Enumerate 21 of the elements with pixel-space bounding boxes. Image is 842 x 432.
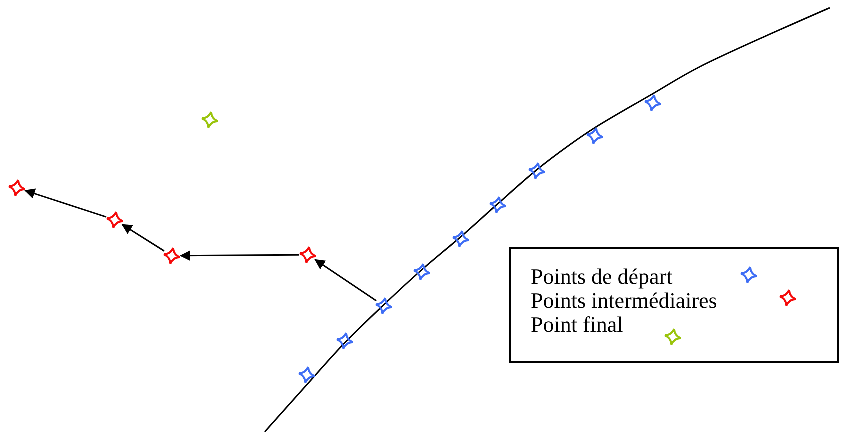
star-marker-icon	[413, 263, 431, 281]
star-marker-icon	[298, 366, 316, 384]
arrow	[24, 188, 107, 218]
star-marker-icon	[452, 230, 470, 248]
star-marker-icon	[163, 247, 181, 265]
legend-label: Points intermédiaires	[531, 289, 718, 313]
star-marker-icon	[299, 246, 317, 264]
legend-label: Points de départ	[531, 265, 673, 289]
star-marker-icon	[336, 332, 354, 350]
star-marker-icon	[528, 162, 546, 180]
star-marker-icon	[586, 127, 604, 145]
star-marker-icon	[201, 111, 219, 129]
star-marker-icon	[8, 179, 26, 197]
star-marker-icon	[106, 211, 124, 229]
legend-label: Point final	[531, 313, 624, 337]
arrow	[180, 250, 299, 262]
star-marker-icon	[644, 94, 662, 112]
star-marker-icon	[489, 196, 507, 214]
arrow	[314, 259, 377, 302]
star-marker-icon	[375, 297, 393, 315]
arrow	[122, 224, 165, 252]
